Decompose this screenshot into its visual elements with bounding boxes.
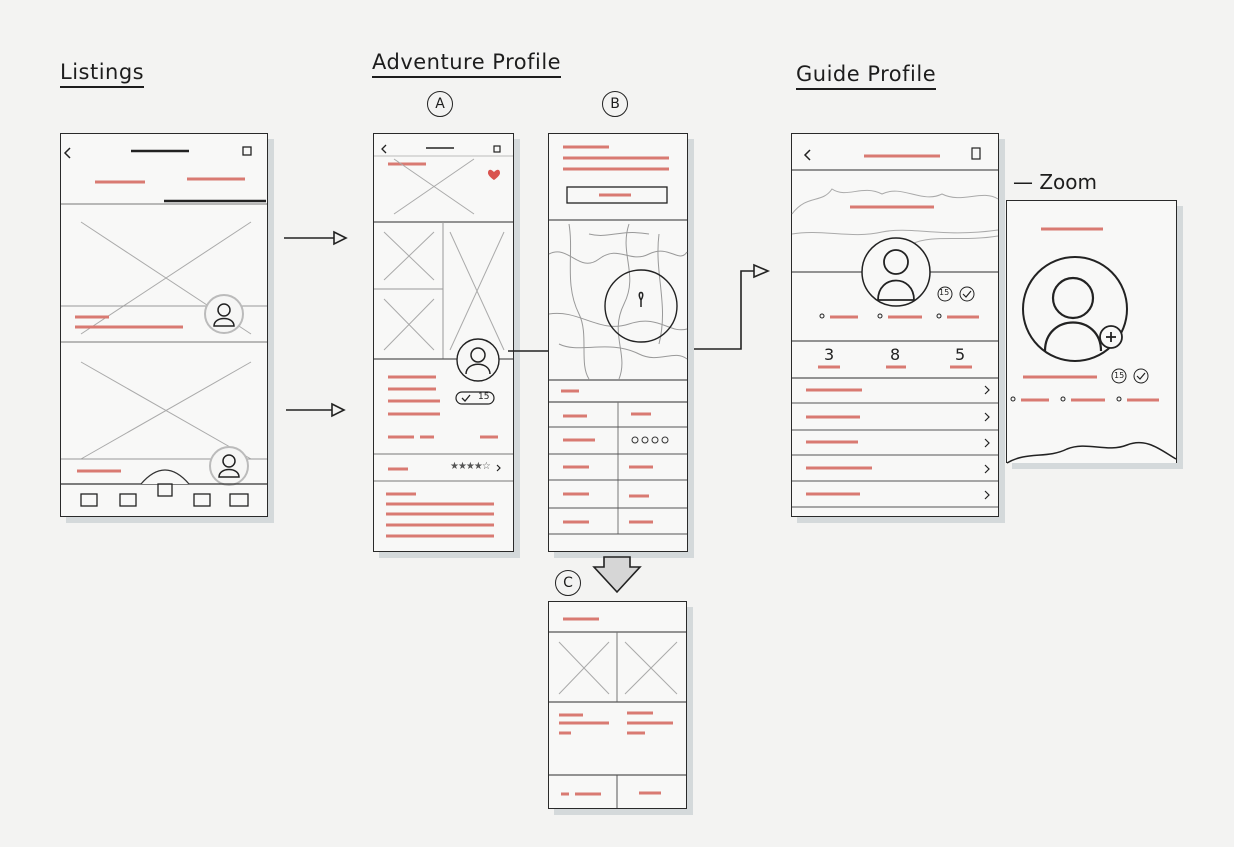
listings-screen bbox=[60, 133, 268, 517]
adventure-a-wireframe bbox=[374, 144, 513, 538]
guide-profile-screen: 15 3 8 5 bbox=[791, 133, 999, 517]
label-b: B bbox=[602, 91, 628, 117]
adventure-profile-c-screen bbox=[548, 601, 687, 809]
adventure-profile-b-screen bbox=[548, 133, 688, 552]
edit-icon bbox=[971, 147, 981, 160]
adventure-badge-count: 15 bbox=[478, 392, 490, 402]
adventure-b-wireframe bbox=[548, 145, 688, 535]
label-c: C bbox=[555, 570, 581, 596]
zoom-label: — Zoom bbox=[1013, 170, 1098, 194]
guide-profile-title: Guide Profile bbox=[796, 62, 937, 90]
heart-icon bbox=[488, 169, 500, 180]
zoom-badge-count: 15 bbox=[1114, 371, 1125, 380]
guide-badge-count: 15 bbox=[939, 288, 950, 297]
zoom-wireframe bbox=[1006, 227, 1177, 464]
adventure-profile-title: Adventure Profile bbox=[372, 50, 562, 78]
zoom-text: Zoom bbox=[1039, 170, 1098, 194]
adventure-profile-a-screen: 15 ★★★★☆ bbox=[373, 133, 514, 552]
guide-stat-2: 8 bbox=[890, 345, 901, 364]
label-a: A bbox=[427, 91, 453, 117]
guide-stat-1: 3 bbox=[824, 345, 835, 364]
zoom-card: 15 bbox=[1006, 200, 1177, 464]
map-pin-icon bbox=[638, 291, 644, 307]
listings-title: Listings bbox=[60, 60, 145, 88]
back-chevron-icon bbox=[63, 147, 71, 159]
menu-square-icon bbox=[242, 146, 252, 156]
rating-stars: ★★★★☆ bbox=[450, 461, 491, 472]
listings-wireframe bbox=[61, 146, 267, 507]
guide-wireframe bbox=[791, 147, 999, 508]
adventure-c-wireframe bbox=[549, 617, 686, 808]
guide-stat-3: 5 bbox=[955, 345, 966, 364]
